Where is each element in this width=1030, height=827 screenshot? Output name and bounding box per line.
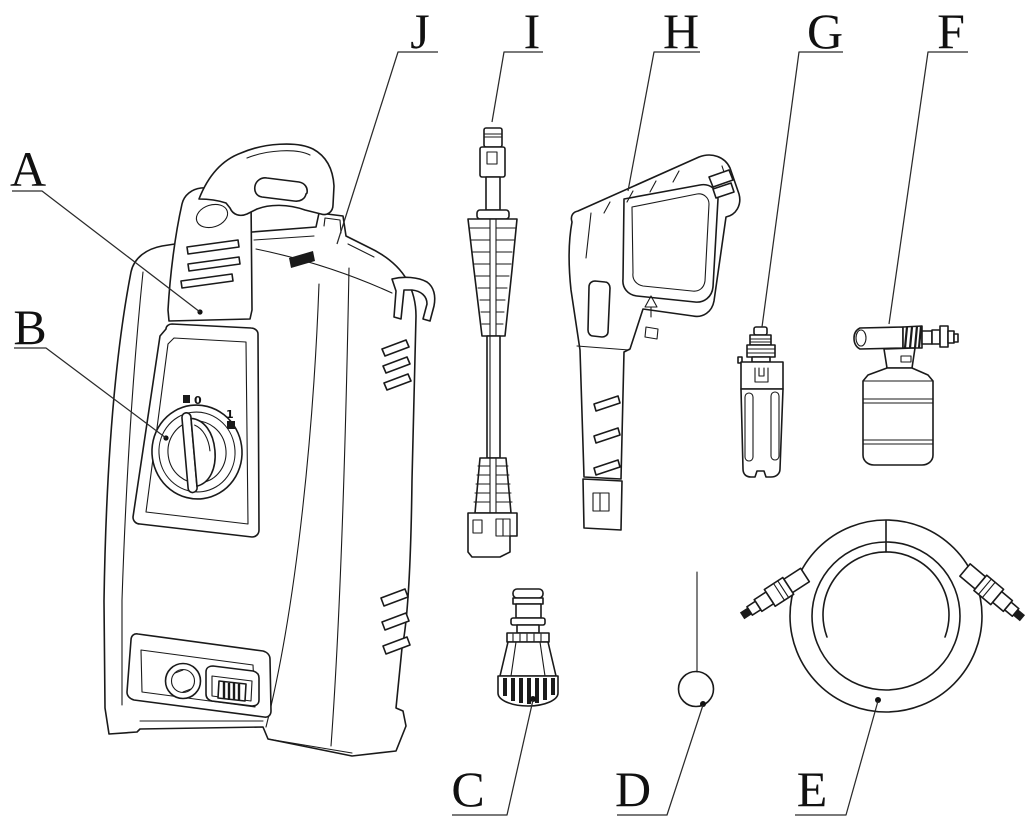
gun-nose-line xyxy=(585,212,592,259)
foam-cannon-connector xyxy=(931,325,959,348)
callout-leaders xyxy=(12,51,968,816)
front-side-crease xyxy=(265,283,320,728)
callout-label-e: E xyxy=(797,761,828,817)
top-ridge-line xyxy=(253,235,315,241)
gun-grip-ribs xyxy=(593,395,621,476)
top-ridge-line-right xyxy=(347,243,375,258)
nozzle-body-lower xyxy=(740,388,784,478)
pillar-cap-opening xyxy=(195,203,229,229)
foam-cannon-bottle xyxy=(862,367,934,466)
side-hook xyxy=(391,276,436,322)
leader-line-e xyxy=(795,700,879,816)
knob-on-label: 1 xyxy=(226,408,234,421)
gun-handle-opening xyxy=(622,183,719,303)
handle-inner-curve xyxy=(246,150,311,159)
lower-front-panel xyxy=(126,633,272,718)
callout-labels: A B C D E F G H I J xyxy=(10,3,965,817)
top-vent-slot xyxy=(289,251,315,268)
callout-label-b: B xyxy=(13,299,46,355)
spray-gun-part xyxy=(568,154,741,531)
power-knob: 0 1 xyxy=(151,394,243,500)
gun-connector xyxy=(582,478,623,531)
lance-shaft xyxy=(486,335,501,459)
lance-bayonet-connector xyxy=(467,512,518,558)
power-switch xyxy=(205,665,260,707)
top-facet-curve xyxy=(255,248,393,294)
callout-label-f: F xyxy=(937,3,965,59)
foam-cannon-barrel xyxy=(853,326,904,350)
leader-line-j xyxy=(336,51,438,245)
callout-label-h: H xyxy=(663,3,699,59)
hose-coil-inner-arc xyxy=(822,551,950,638)
hose-coil-middle xyxy=(811,541,961,691)
leader-line-b xyxy=(14,347,167,439)
foam-cannon-part xyxy=(853,325,959,466)
adapter-taper-body xyxy=(499,641,557,677)
side-vents-lower xyxy=(380,588,411,655)
gun-trigger-arrow xyxy=(644,295,659,340)
leader-line-g xyxy=(761,51,843,328)
cleaning-pin-part xyxy=(677,571,715,708)
gun-side-panel xyxy=(587,280,611,338)
side-panel-line xyxy=(330,267,350,747)
base-right-line xyxy=(267,738,353,754)
callout-c-target-dot xyxy=(530,696,536,702)
callout-label-i: I xyxy=(524,3,541,59)
side-vents-upper xyxy=(381,339,412,391)
callout-e-target-dot xyxy=(875,697,881,703)
callout-d-target-dot xyxy=(700,701,706,707)
leader-line-d xyxy=(617,704,704,816)
leader-line-i xyxy=(491,51,543,123)
pressure-hose-part xyxy=(739,519,1026,713)
hose-fitting-right xyxy=(959,563,1026,622)
nozzle-part xyxy=(737,326,784,478)
knob-panel-inner xyxy=(145,337,249,525)
knob-lever-paddle xyxy=(190,417,216,487)
lance-part xyxy=(467,127,518,558)
gun-hose-clip xyxy=(708,165,735,199)
callout-label-d: D xyxy=(615,761,651,817)
leader-line-c xyxy=(452,699,534,816)
hose-adapter-part xyxy=(497,588,559,707)
hose-coil-outer xyxy=(789,519,983,713)
handle-grip-slot xyxy=(253,177,308,202)
knob-mark-icon-off xyxy=(183,395,190,403)
callout-label-j: J xyxy=(410,3,429,59)
water-inlet-port xyxy=(164,662,202,700)
leader-line-f xyxy=(888,51,968,325)
front-left-bevel-line xyxy=(121,271,144,706)
top-hook-detail xyxy=(323,217,342,234)
nozzle-clip-window xyxy=(754,367,769,383)
pressure-washer-unit: 0 1 xyxy=(103,143,436,757)
leader-line-h xyxy=(627,51,700,192)
foam-cannon-mount xyxy=(883,347,916,369)
front-vents xyxy=(180,239,241,289)
lance-upper-grip xyxy=(467,218,518,337)
callout-label-g: G xyxy=(807,3,843,59)
callout-label-a: A xyxy=(10,141,46,197)
knob-mark-icon-on xyxy=(227,421,235,429)
callout-label-c: C xyxy=(451,761,484,817)
hose-fitting-left xyxy=(739,567,811,620)
leader-line-a xyxy=(12,190,201,313)
adapter-knurls xyxy=(503,678,555,704)
pin-loop xyxy=(677,670,715,708)
knob-off-label: 0 xyxy=(194,394,202,407)
